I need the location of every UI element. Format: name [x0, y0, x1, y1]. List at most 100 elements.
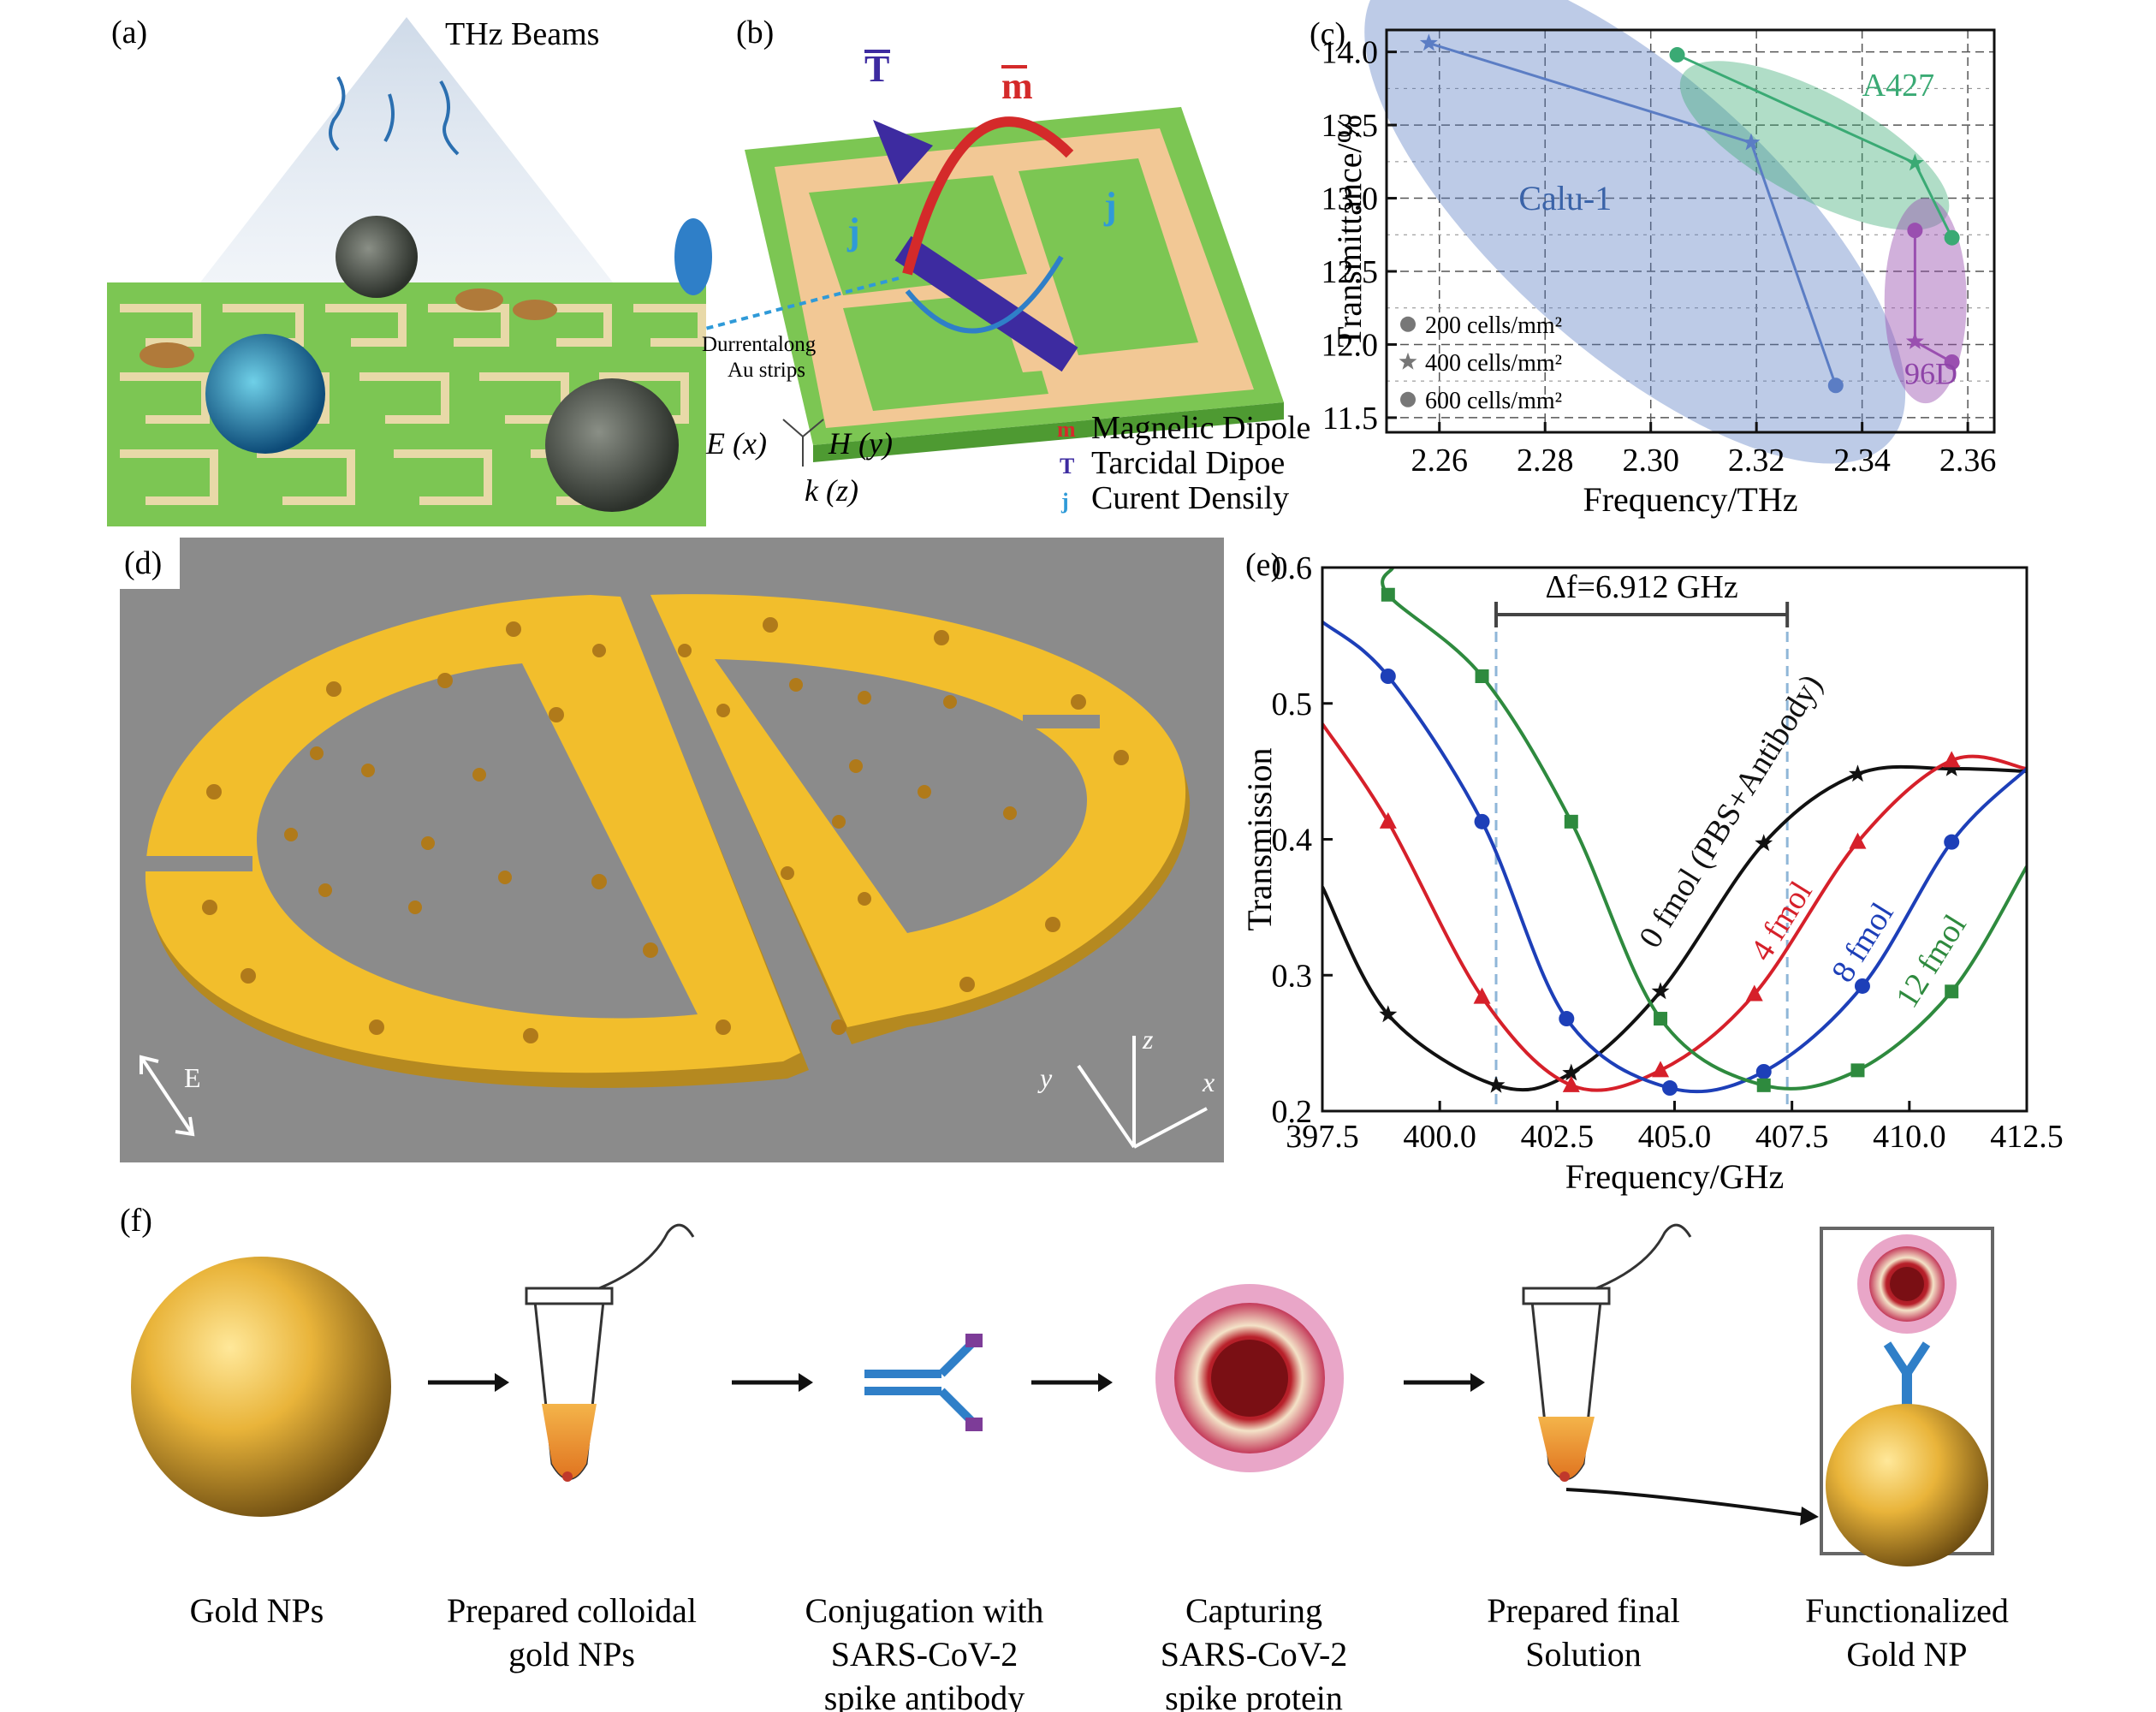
data-point-8-fmol [1380, 669, 1396, 684]
y-tick-label: 12.5 [1322, 254, 1379, 290]
x-axis-title: Frequency/THz [1583, 480, 1797, 519]
data-point-12-fmol [1945, 984, 1959, 999]
data-point-4-fmol [1849, 832, 1867, 849]
x-tick-label: 2.36 [1939, 443, 1997, 479]
caption-capturing-line2: SARS-CoV-2 [1161, 1635, 1348, 1673]
legend-marker [1400, 391, 1416, 407]
data-point-a427 [1669, 47, 1685, 63]
vector-T-label: T [864, 48, 889, 90]
x-tick-label: 405.0 [1638, 1119, 1712, 1155]
panel-b-label: (b) [736, 15, 774, 51]
y-tick-label: 13.0 [1322, 181, 1379, 217]
data-point-12-fmol [1475, 669, 1489, 683]
k-vector-label: k (z) [805, 473, 858, 508]
arrow-icon [1404, 1373, 1485, 1392]
thz-beams-label: THz Beams [445, 16, 599, 52]
current-loop [905, 255, 1064, 334]
data-point-0-fmol-pbs-antibody [1487, 1075, 1506, 1093]
data-point-8-fmol [1944, 834, 1960, 850]
caption-conjugation-line2: SARS-CoV-2 [831, 1635, 1019, 1673]
e-field-label: E (x) [705, 426, 767, 461]
axis-x-label: x [1202, 1067, 1215, 1097]
arrow-icon [732, 1373, 813, 1392]
caption-capturing-line1: Capturing [1185, 1591, 1322, 1630]
vector-j-right: j [1103, 185, 1117, 227]
gray-cell-large [545, 378, 679, 512]
final-solution-tube-icon [1522, 1223, 1692, 1482]
arrow-icon [428, 1373, 509, 1392]
cell-brown-3 [513, 300, 557, 320]
colloidal-tube-icon [525, 1223, 695, 1482]
panel-b-legend: m Magnelic Dipole T Tarcidal Dipoe j Cur… [1057, 410, 1310, 516]
gold-nanoparticle-icon [131, 1257, 391, 1517]
x-tick-label: 2.30 [1622, 443, 1679, 479]
y-axis-title: Transmission [1240, 747, 1279, 930]
legend-entry-2: 400 cells/mm² [1425, 350, 1562, 377]
data-point-4-fmol [1652, 1061, 1670, 1078]
polarization-arrow [140, 1055, 195, 1137]
x-tick-label: 397.5 [1286, 1119, 1359, 1155]
x-tick-label: 400.0 [1403, 1119, 1476, 1155]
cluster-ellipse-calu-1 [1364, 0, 1906, 464]
nanoparticles [202, 617, 1129, 1043]
data-point-0-fmol-pbs-antibody [1849, 764, 1867, 782]
step-captions: Gold NPs Prepared colloidal gold NPs Con… [190, 1591, 2009, 1712]
h-field-label: H (y) [828, 426, 893, 461]
coordinate-axes [1077, 1036, 1208, 1149]
field-axes: E (x) H (y) k (z) [705, 419, 893, 508]
data-point-96d [1907, 223, 1923, 239]
legend-marker [1400, 316, 1416, 332]
data-point-0-fmol-pbs-antibody [1755, 834, 1773, 852]
data-point-0-fmol-pbs-antibody [1379, 1005, 1398, 1023]
y-tick-label: 13.5 [1322, 108, 1379, 144]
sars-cov-2-virus-icon [1155, 1284, 1344, 1472]
cell-brown-1 [140, 342, 194, 368]
strip-label-1: Durrentalong [702, 333, 817, 356]
strip-pointer [701, 276, 900, 331]
arrow-icon [1031, 1373, 1113, 1392]
data-point-a427 [1905, 153, 1924, 171]
data-point-96d [1944, 354, 1960, 370]
panel-a-label: (a) [111, 15, 147, 51]
vector-j-left: j [846, 211, 860, 253]
cell-brown-2 [455, 288, 503, 311]
data-point-calu-1 [1419, 33, 1438, 51]
caption-capturing-line3: spike protein [1165, 1679, 1343, 1712]
panel-b: T m j j (b) Durrentalong Au strips E (x)… [701, 15, 1310, 516]
beam-arrows [329, 75, 460, 156]
data-point-8-fmol [1474, 813, 1490, 829]
strip-label-2: Au strips [728, 359, 805, 382]
panel-f-label: (f) [120, 1203, 152, 1239]
data-point-4-fmol [1745, 984, 1763, 1002]
x-tick-label: 402.5 [1521, 1119, 1595, 1155]
cluster-ellipse-a427 [1679, 61, 1950, 230]
data-point-4-fmol [1473, 987, 1491, 1004]
axis-z-label: z [1142, 1024, 1154, 1055]
axis-y-label: y [1037, 1062, 1053, 1093]
series-label-96d: 96D [1904, 357, 1957, 391]
series-label-a427: A427 [1862, 68, 1934, 104]
data-point-0-fmol-pbs-antibody [1562, 1063, 1581, 1081]
y-tick-label: 0.5 [1272, 687, 1313, 722]
series-curve-8-fmol [1322, 620, 2027, 1094]
x-tick-label: 2.28 [1517, 443, 1574, 479]
caption-final-line2: Solution [1525, 1635, 1642, 1673]
gray-cell-small [336, 216, 418, 298]
caption-final-line1: Prepared final [1487, 1591, 1679, 1630]
legend-marker [1399, 352, 1417, 370]
caption-functionalized-line2: Gold NP [1846, 1635, 1967, 1673]
y-tick-label: 0.6 [1272, 550, 1313, 586]
data-point-calu-1 [1742, 133, 1761, 151]
y-tick-label: 14.0 [1322, 35, 1379, 71]
x-axis-title: Frequency/GHz [1565, 1157, 1784, 1196]
data-point-8-fmol [1559, 1011, 1575, 1027]
panel-f: (f) [120, 1203, 2009, 1712]
blue-cell-edge [674, 218, 712, 295]
caption-conjugation-line3: spike antibody [824, 1679, 1025, 1712]
caption-conjugation-line1: Conjugation with [805, 1591, 1044, 1630]
svg-text:T: T [1060, 454, 1074, 479]
cluster-ellipse-96d [1884, 198, 1967, 404]
